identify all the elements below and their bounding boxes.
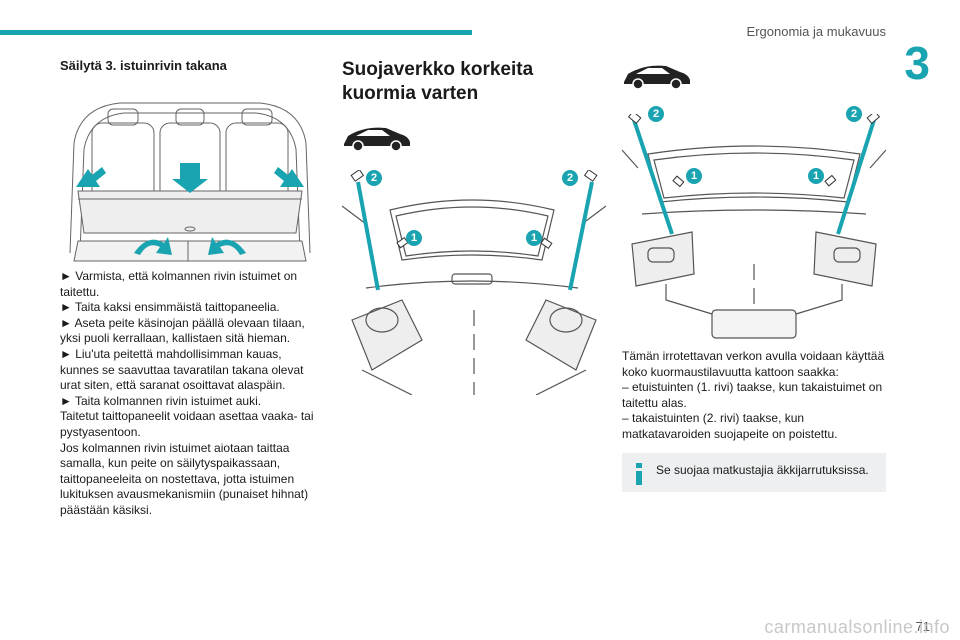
net-front-seats-figure: 2 2 1 1 — [341, 168, 607, 396]
net-use-rear: – takaistuinten (2. rivi) taakse, kun ma… — [622, 411, 838, 441]
callout-2-left: 2 — [648, 106, 664, 122]
net-description: Tämän irrotettavan verkon avulla voidaan… — [622, 349, 885, 379]
info-text: Se suojaa matkustajia äkkijarrutuksissa. — [656, 462, 869, 477]
storage-note-1: Taitetut taittopaneelit voidaan asettaa … — [60, 409, 314, 439]
callout-1-left: 1 — [406, 230, 422, 246]
storage-step-2: ► Taita kaksi ensimmäistä taittopaneelia… — [60, 300, 280, 315]
safety-net-title: Suojaverkko korkeita kuormia varten — [342, 58, 606, 106]
storage-note-2: Jos kolmannen rivin istuimet aiotaan tai… — [60, 440, 309, 517]
storage-step-5: ► Taita kolmannen rivin istuimet auki. — [60, 393, 262, 408]
net-rear-seats-drawing — [621, 110, 887, 339]
callout-2-right: 2 — [562, 170, 578, 186]
callout-2-left: 2 — [366, 170, 382, 186]
storage-step-1: ► Varmista, että kolmannen rivin istuime… — [60, 269, 298, 299]
callout-1-right: 1 — [808, 168, 824, 184]
suv-silhouette-icon — [344, 127, 410, 152]
safety-net-title-line-2: kuormia varten — [342, 83, 479, 104]
column-storage: Säilytä 3. istuinrivin takana — [60, 58, 320, 519]
chapter-number: 3 — [904, 37, 930, 89]
watermark: carmanualsonline.info — [764, 617, 950, 637]
header-section-title: Ergonomia ja mukavuus — [746, 24, 886, 39]
trunk-cover-illustration — [69, 102, 311, 262]
callout-2-right: 2 — [846, 106, 862, 122]
net-rear-seats-figure: 2 2 1 1 — [621, 106, 887, 339]
storage-step-4: ► Liu'uta peitettä mahdollisimman kauas,… — [60, 346, 304, 393]
info-icon — [636, 462, 642, 485]
net-front-seats-drawing — [341, 168, 607, 396]
callout-1-left: 1 — [686, 168, 702, 184]
storage-subheading: Säilytä 3. istuinrivin takana — [60, 58, 227, 73]
page-number: 71 — [915, 619, 930, 634]
safety-net-title-line-1: Suojaverkko korkeita — [342, 59, 534, 80]
callout-1-right: 1 — [526, 230, 542, 246]
column-rear-net: 2 2 1 1 Tämän irrotettavan verkon avulla… — [621, 58, 887, 493]
info-box: Se suojaa matkustajia äkkijarrutuksissa. — [622, 452, 886, 493]
column-safety-net: Suojaverkko korkeita kuormia varten — [341, 58, 607, 396]
storage-step-3: ► Aseta peite käsinojan päällä olevaan t… — [60, 315, 305, 346]
suv-silhouette-icon-2 — [624, 65, 690, 90]
net-use-front: – etuistuinten (1. rivi) taakse, kun tak… — [622, 380, 883, 410]
header-accent-bar — [0, 30, 472, 35]
